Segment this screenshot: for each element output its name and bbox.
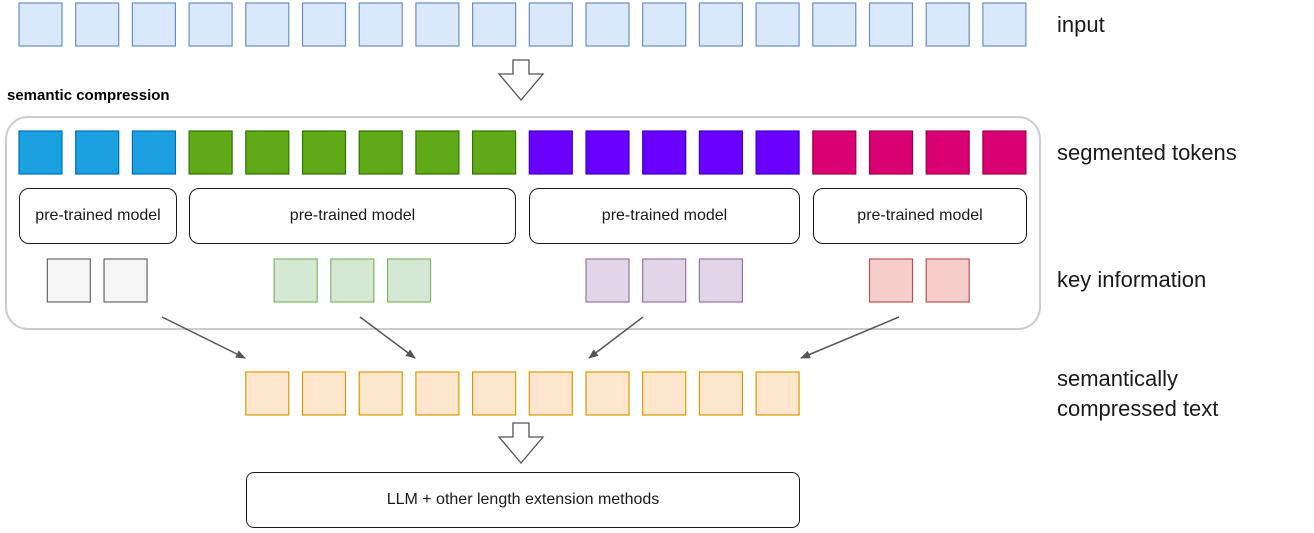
- input-token: [812, 2, 857, 47]
- connector-arrow: [588, 316, 644, 359]
- key-info-token: [698, 258, 744, 303]
- compressed-token: [585, 371, 630, 416]
- input-token: [698, 2, 744, 47]
- compressed-token: [642, 371, 687, 416]
- compressed-token: [245, 371, 290, 416]
- compressed-token: [415, 371, 460, 416]
- input-token-row: [18, 2, 1027, 47]
- segment-token: [868, 130, 914, 175]
- compressed-token: [528, 371, 573, 416]
- section-title: semantic compression: [7, 87, 170, 104]
- compressed-text-row: [245, 371, 800, 416]
- pretrained-model-box: pre-trained model: [19, 188, 177, 244]
- input-token: [982, 2, 1027, 47]
- input-token: [188, 2, 233, 47]
- input-token: [472, 2, 517, 47]
- down-arrow-icon: [497, 59, 545, 102]
- down-arrow-icon: [497, 422, 545, 465]
- connector-arrow: [359, 316, 416, 359]
- segment-token: [755, 130, 800, 175]
- segmented-token-row: [18, 130, 1027, 175]
- key-information-row: [46, 258, 970, 303]
- label-key-information: key information: [1057, 267, 1207, 292]
- llm-box: LLM + other length extension methods: [246, 472, 800, 528]
- key-info-token: [642, 258, 687, 303]
- input-token: [245, 2, 290, 47]
- compressed-token: [472, 371, 517, 416]
- segment-token: [528, 130, 573, 175]
- pretrained-model-box: pre-trained model: [529, 188, 800, 244]
- segment-token: [358, 130, 403, 175]
- compressed-token: [358, 371, 403, 416]
- key-info-token: [585, 258, 630, 303]
- input-token: [18, 2, 63, 47]
- input-token: [75, 2, 120, 47]
- label-compressed-line2: compressed text: [1057, 396, 1219, 421]
- input-token: [131, 2, 176, 47]
- key-info-token: [103, 258, 148, 303]
- compressed-token: [755, 371, 800, 416]
- input-token: [415, 2, 460, 47]
- connector-arrow: [800, 316, 900, 359]
- segment-token: [131, 130, 176, 175]
- input-token: [301, 2, 347, 47]
- segment-token: [415, 130, 460, 175]
- segment-token: [812, 130, 857, 175]
- input-token: [528, 2, 573, 47]
- segment-token: [642, 130, 687, 175]
- segment-token: [301, 130, 347, 175]
- segment-token: [75, 130, 120, 175]
- key-info-token: [273, 258, 318, 303]
- connector-arrow: [161, 316, 246, 359]
- segment-token: [472, 130, 517, 175]
- pretrained-model-box: pre-trained model: [189, 188, 516, 244]
- label-segmented-tokens: segmented tokens: [1057, 140, 1237, 165]
- segment-token: [925, 130, 970, 175]
- input-token: [755, 2, 800, 47]
- label-compressed-line1: semantically: [1057, 366, 1179, 391]
- input-token: [868, 2, 914, 47]
- compressed-token: [301, 371, 347, 416]
- segment-token: [18, 130, 63, 175]
- segment-token: [188, 130, 233, 175]
- key-info-token: [386, 258, 432, 303]
- key-info-token: [868, 258, 914, 303]
- pretrained-model-box: pre-trained model: [813, 188, 1027, 244]
- segment-token: [245, 130, 290, 175]
- key-info-token: [46, 258, 91, 303]
- segment-token: [698, 130, 744, 175]
- compressed-token: [698, 371, 744, 416]
- segment-token: [585, 130, 630, 175]
- segment-token: [982, 130, 1027, 175]
- key-info-token: [330, 258, 375, 303]
- label-input: input: [1057, 12, 1105, 37]
- input-token: [358, 2, 403, 47]
- input-token: [585, 2, 630, 47]
- input-token: [925, 2, 970, 47]
- key-info-token: [925, 258, 970, 303]
- semantic-compression-container: [5, 116, 1041, 330]
- input-token: [642, 2, 687, 47]
